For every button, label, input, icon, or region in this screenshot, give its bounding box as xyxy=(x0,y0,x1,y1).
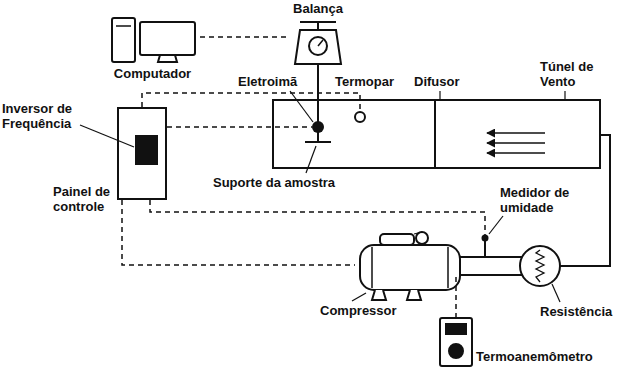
leader-line xyxy=(489,216,503,234)
scale: Balança xyxy=(290,2,346,68)
sample-support xyxy=(305,141,331,143)
part-label: Termopar xyxy=(335,75,394,90)
scale-symbol xyxy=(295,22,341,64)
component-label: Inversor de Frequência xyxy=(2,102,82,132)
diffuser-wall xyxy=(434,100,436,168)
leader-line xyxy=(564,91,565,100)
part-label: Eletroimã xyxy=(238,75,297,90)
computer-tower xyxy=(112,18,135,62)
part-label: Resistência xyxy=(540,305,612,320)
leader-line xyxy=(552,284,560,302)
component-label: Balança xyxy=(290,2,346,17)
signal-wire xyxy=(142,93,360,112)
compressor: Compressor xyxy=(355,230,463,302)
part-label: Suporte da amostra xyxy=(213,176,335,191)
sensor-stem xyxy=(484,240,486,257)
compressor-symbol xyxy=(360,232,460,300)
part-label: Medidor de umidade xyxy=(500,186,592,216)
control-panel: Painel de controleInversor de Frequência xyxy=(117,107,167,200)
component-label: Termoanemômetro xyxy=(476,350,593,365)
signal-wire xyxy=(167,126,312,128)
signal-connector xyxy=(122,200,355,265)
signal-wire xyxy=(455,276,457,318)
thermoanemometer: Termoanemômetro xyxy=(440,318,472,366)
wind-tunnel xyxy=(273,100,600,168)
signal-wire xyxy=(150,200,485,235)
leader-line xyxy=(306,146,316,173)
humidity-sensor-dot xyxy=(482,235,489,242)
pipe xyxy=(460,256,522,258)
component-label: Computador xyxy=(105,67,200,82)
signal-connector xyxy=(200,36,290,38)
leader-line xyxy=(80,125,134,147)
leader-line xyxy=(439,91,440,100)
part-label: Túnel de Vento xyxy=(540,60,602,90)
electromagnet-symbol xyxy=(312,121,324,133)
leader-line xyxy=(352,293,366,301)
frequency-inverter: Inversor de Frequência xyxy=(135,135,158,165)
thermocouple-symbol xyxy=(355,112,365,122)
component-label: Painel de controle xyxy=(53,185,115,215)
computer: Computador xyxy=(105,15,200,85)
return-duct xyxy=(560,135,610,266)
leader-line xyxy=(290,91,313,122)
thermoanemometer-symbol xyxy=(440,318,472,366)
part-label: Difusor xyxy=(414,75,460,90)
component-label: Compressor xyxy=(320,304,397,319)
computer-monitor xyxy=(140,22,195,55)
resistor-symbol xyxy=(520,246,560,286)
